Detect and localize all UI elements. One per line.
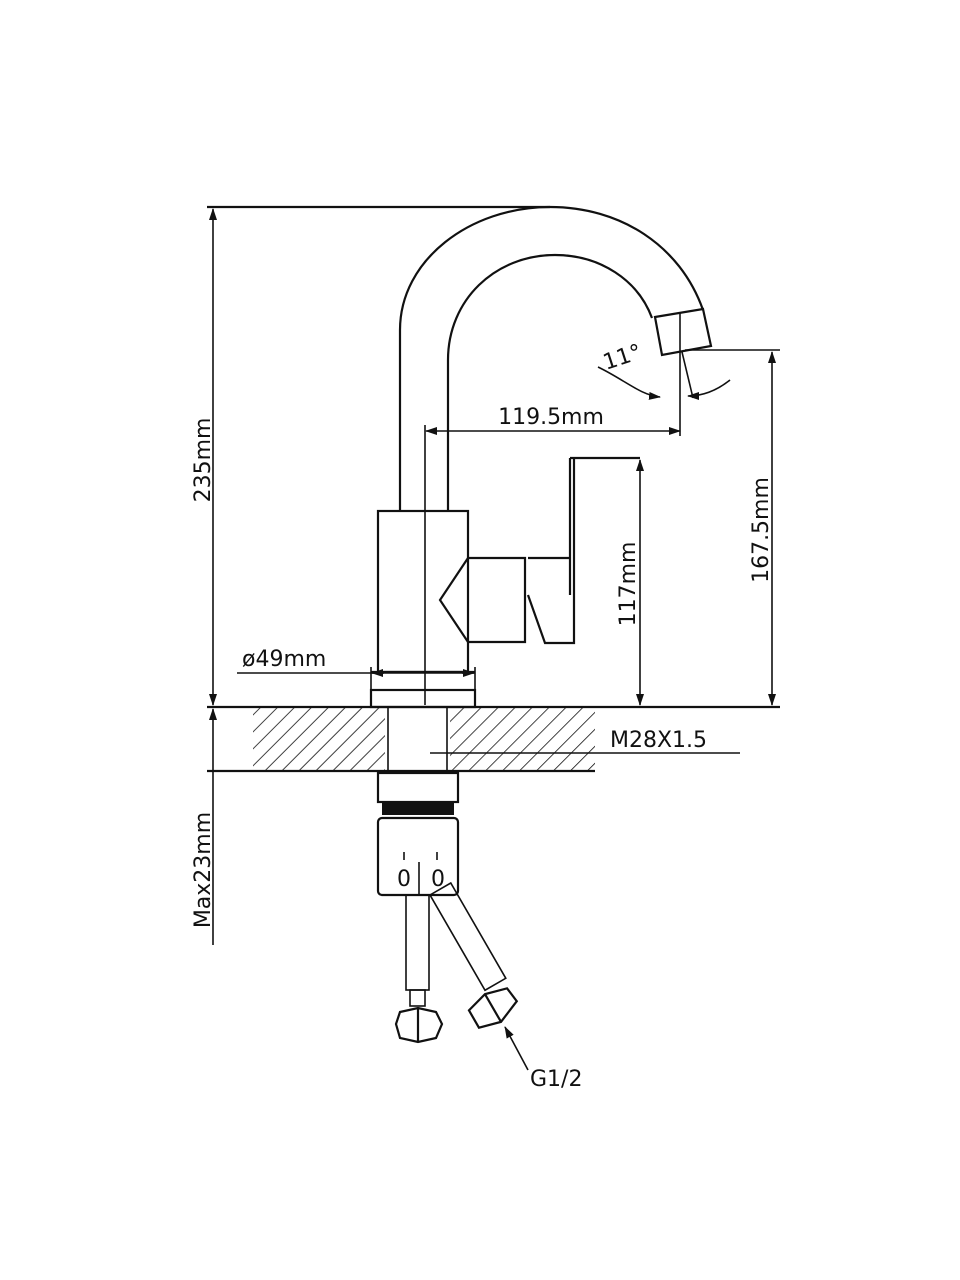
hose-left [405,894,430,991]
faucet-body [369,425,640,709]
hose-connection-label: G1/2 [530,1067,582,1092]
hose-label: 0 [397,867,411,892]
aerator-nozzle [653,307,713,357]
cartridge-housing [438,557,469,643]
hose-label: 0 [431,867,445,892]
spout-angle-label: 11° [600,340,645,376]
hex-nut-left [394,1006,444,1044]
total-height-label: 235mm [191,418,216,503]
base-plate [369,688,477,709]
outlet-height-label: 167.5mm [749,477,774,583]
handle-lever [526,456,640,645]
under-counter-assembly: 0 0 [376,771,519,1044]
spout [398,205,713,511]
max-countertop-label: Max23mm [191,812,216,928]
thread-label: M28X1.5 [610,728,707,753]
handle-height-label: 117mm [616,542,641,627]
hex-nut-right [467,987,519,1029]
base-diameter-label: ø49mm [242,647,326,672]
spout-reach-label: 119.5mm [498,405,604,430]
countertop [207,705,780,773]
dimension-lines [207,205,780,1071]
hose-right [428,881,507,992]
